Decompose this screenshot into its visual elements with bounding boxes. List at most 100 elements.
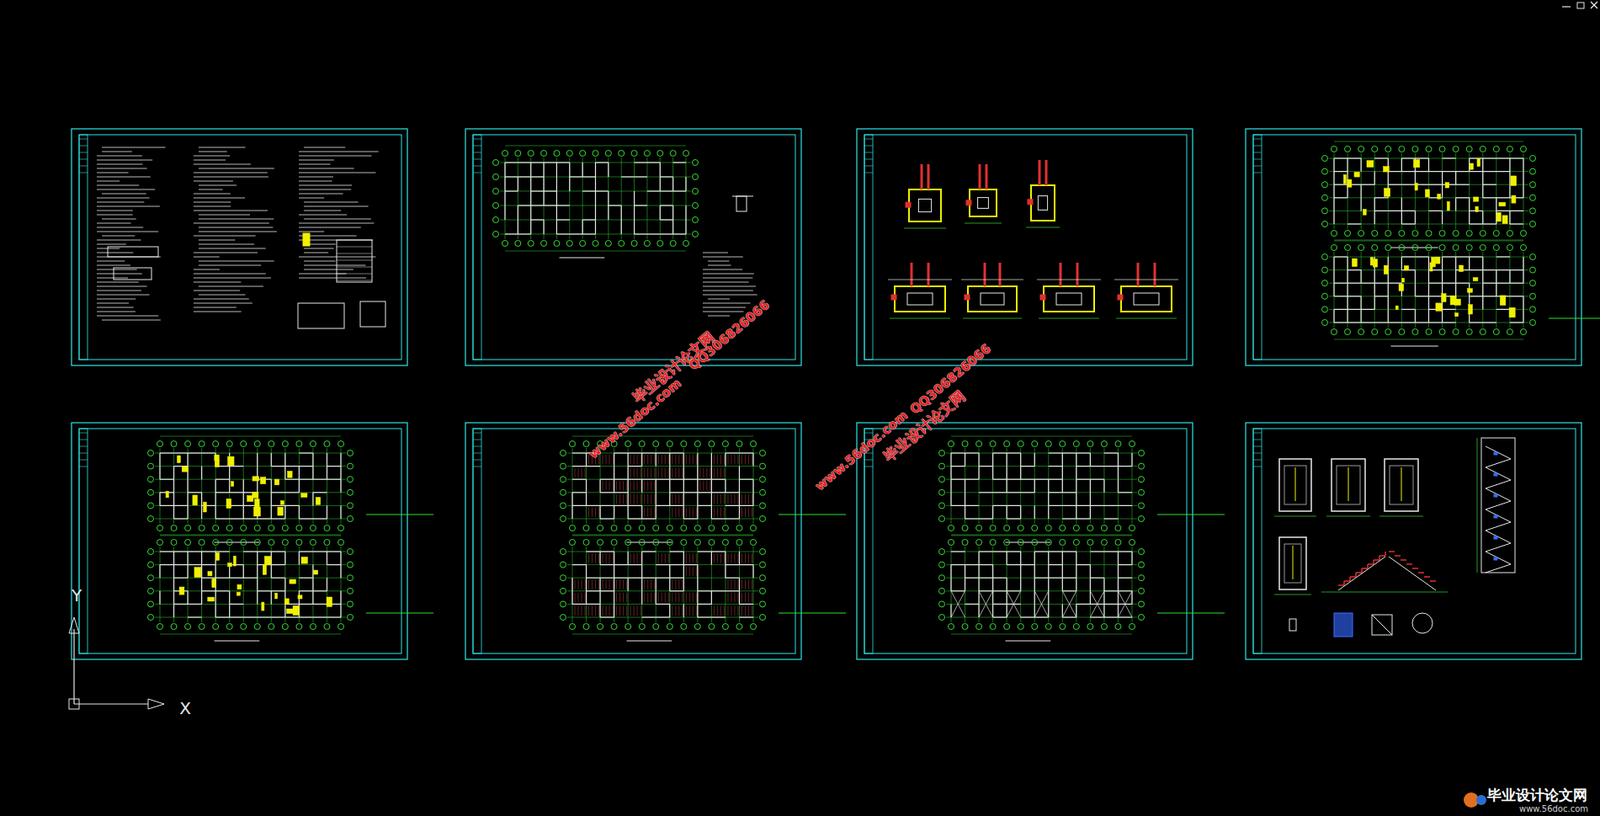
cad-line [619,579,621,590]
cad-line [228,478,230,493]
axis-bubble [1530,207,1537,214]
cad-line [326,546,328,622]
cad-line [1103,478,1105,493]
axis-bubble [254,441,261,447]
cad-line [567,590,759,591]
cad-line [723,454,725,465]
cad-line [567,491,759,493]
cad-rect [71,422,408,660]
cad-line [1334,170,1348,172]
cad-line [702,273,755,275]
floor-plan [939,534,1226,641]
cad-line [725,590,740,591]
cad-line [655,451,670,453]
cad-rect [1253,428,1262,654]
cad-line [101,218,137,220]
cad-rect [289,579,297,584]
cad-rect [1245,422,1582,660]
cad-line [543,161,557,163]
cad-line [336,260,373,261]
cad-line [556,162,558,177]
cad-line [567,518,759,520]
cad-rect [891,294,897,300]
cad-line [669,491,685,493]
cad-line [1346,256,1348,271]
cad-line [96,294,150,296]
cad-line [312,546,314,622]
cad-line [1020,504,1021,519]
cad-line [193,180,234,182]
cad-line [504,233,518,234]
cad-line [641,564,643,579]
cad-line [1496,269,1510,271]
axis-bubble [1425,329,1432,335]
cad-line [1062,546,1064,622]
cad-line [201,492,202,506]
axis-bubble [989,525,996,532]
axis-bubble [939,462,946,469]
cad-line [744,552,746,564]
axis-bubble [148,600,155,607]
cad-line [326,466,328,480]
cad-line [699,467,701,479]
axis-bubble [1439,146,1446,153]
cad-line [622,494,624,505]
cad-line [702,307,746,309]
cad-line [1414,282,1416,297]
cad-line [1346,270,1348,284]
cad-line [201,551,202,565]
cad-line [96,168,148,170]
cad-line [669,504,685,506]
cad-line [605,552,607,564]
axis-bubble [148,574,155,581]
cad-line [1374,157,1388,159]
axis-bubble [760,587,766,594]
cad-line [543,190,557,192]
cad-line [727,579,729,590]
axis-bubble [638,525,645,532]
cad-line [1104,465,1119,467]
cad-line [727,552,729,564]
axis-bubble [605,240,612,247]
cad-rect [1472,277,1478,282]
cad-line [692,454,694,465]
cad-line [702,311,744,313]
cad-line [530,162,532,177]
cad-line [683,564,685,579]
cad-line [340,551,341,565]
cad-line [1360,321,1375,323]
cad-line [1048,478,1064,480]
cad-line [1137,262,1140,287]
axis-bubble [1129,525,1136,532]
cad-line [711,491,726,493]
cad-rect [1253,134,1576,360]
cad-line [605,480,607,491]
cad-rect [207,596,215,601]
axis-bubble [1129,623,1136,630]
axis-bubble [1138,450,1145,457]
cad-line [1346,158,1348,172]
axis-bubble [597,623,604,630]
cad-line [992,504,994,519]
axis-bubble [1358,230,1365,237]
cad-line [717,605,718,616]
cad-line [1006,447,1008,524]
cad-line [613,466,615,480]
cad-line [1034,546,1036,622]
axis-bubble [185,441,192,447]
cad-line [542,176,544,192]
cad-rect [360,301,386,327]
axis-bubble [1385,230,1392,237]
cad-line [186,478,188,493]
cad-line [313,491,328,493]
cad-line [752,478,754,493]
axis-bubble [1045,623,1052,630]
cad-line [1483,184,1497,186]
cad-line [668,552,670,564]
axis-bubble [976,441,983,447]
cad-line [702,269,743,271]
cad-line [658,467,660,479]
cad-rect [964,294,970,300]
cad-line [531,190,544,192]
cad-line [640,605,642,616]
